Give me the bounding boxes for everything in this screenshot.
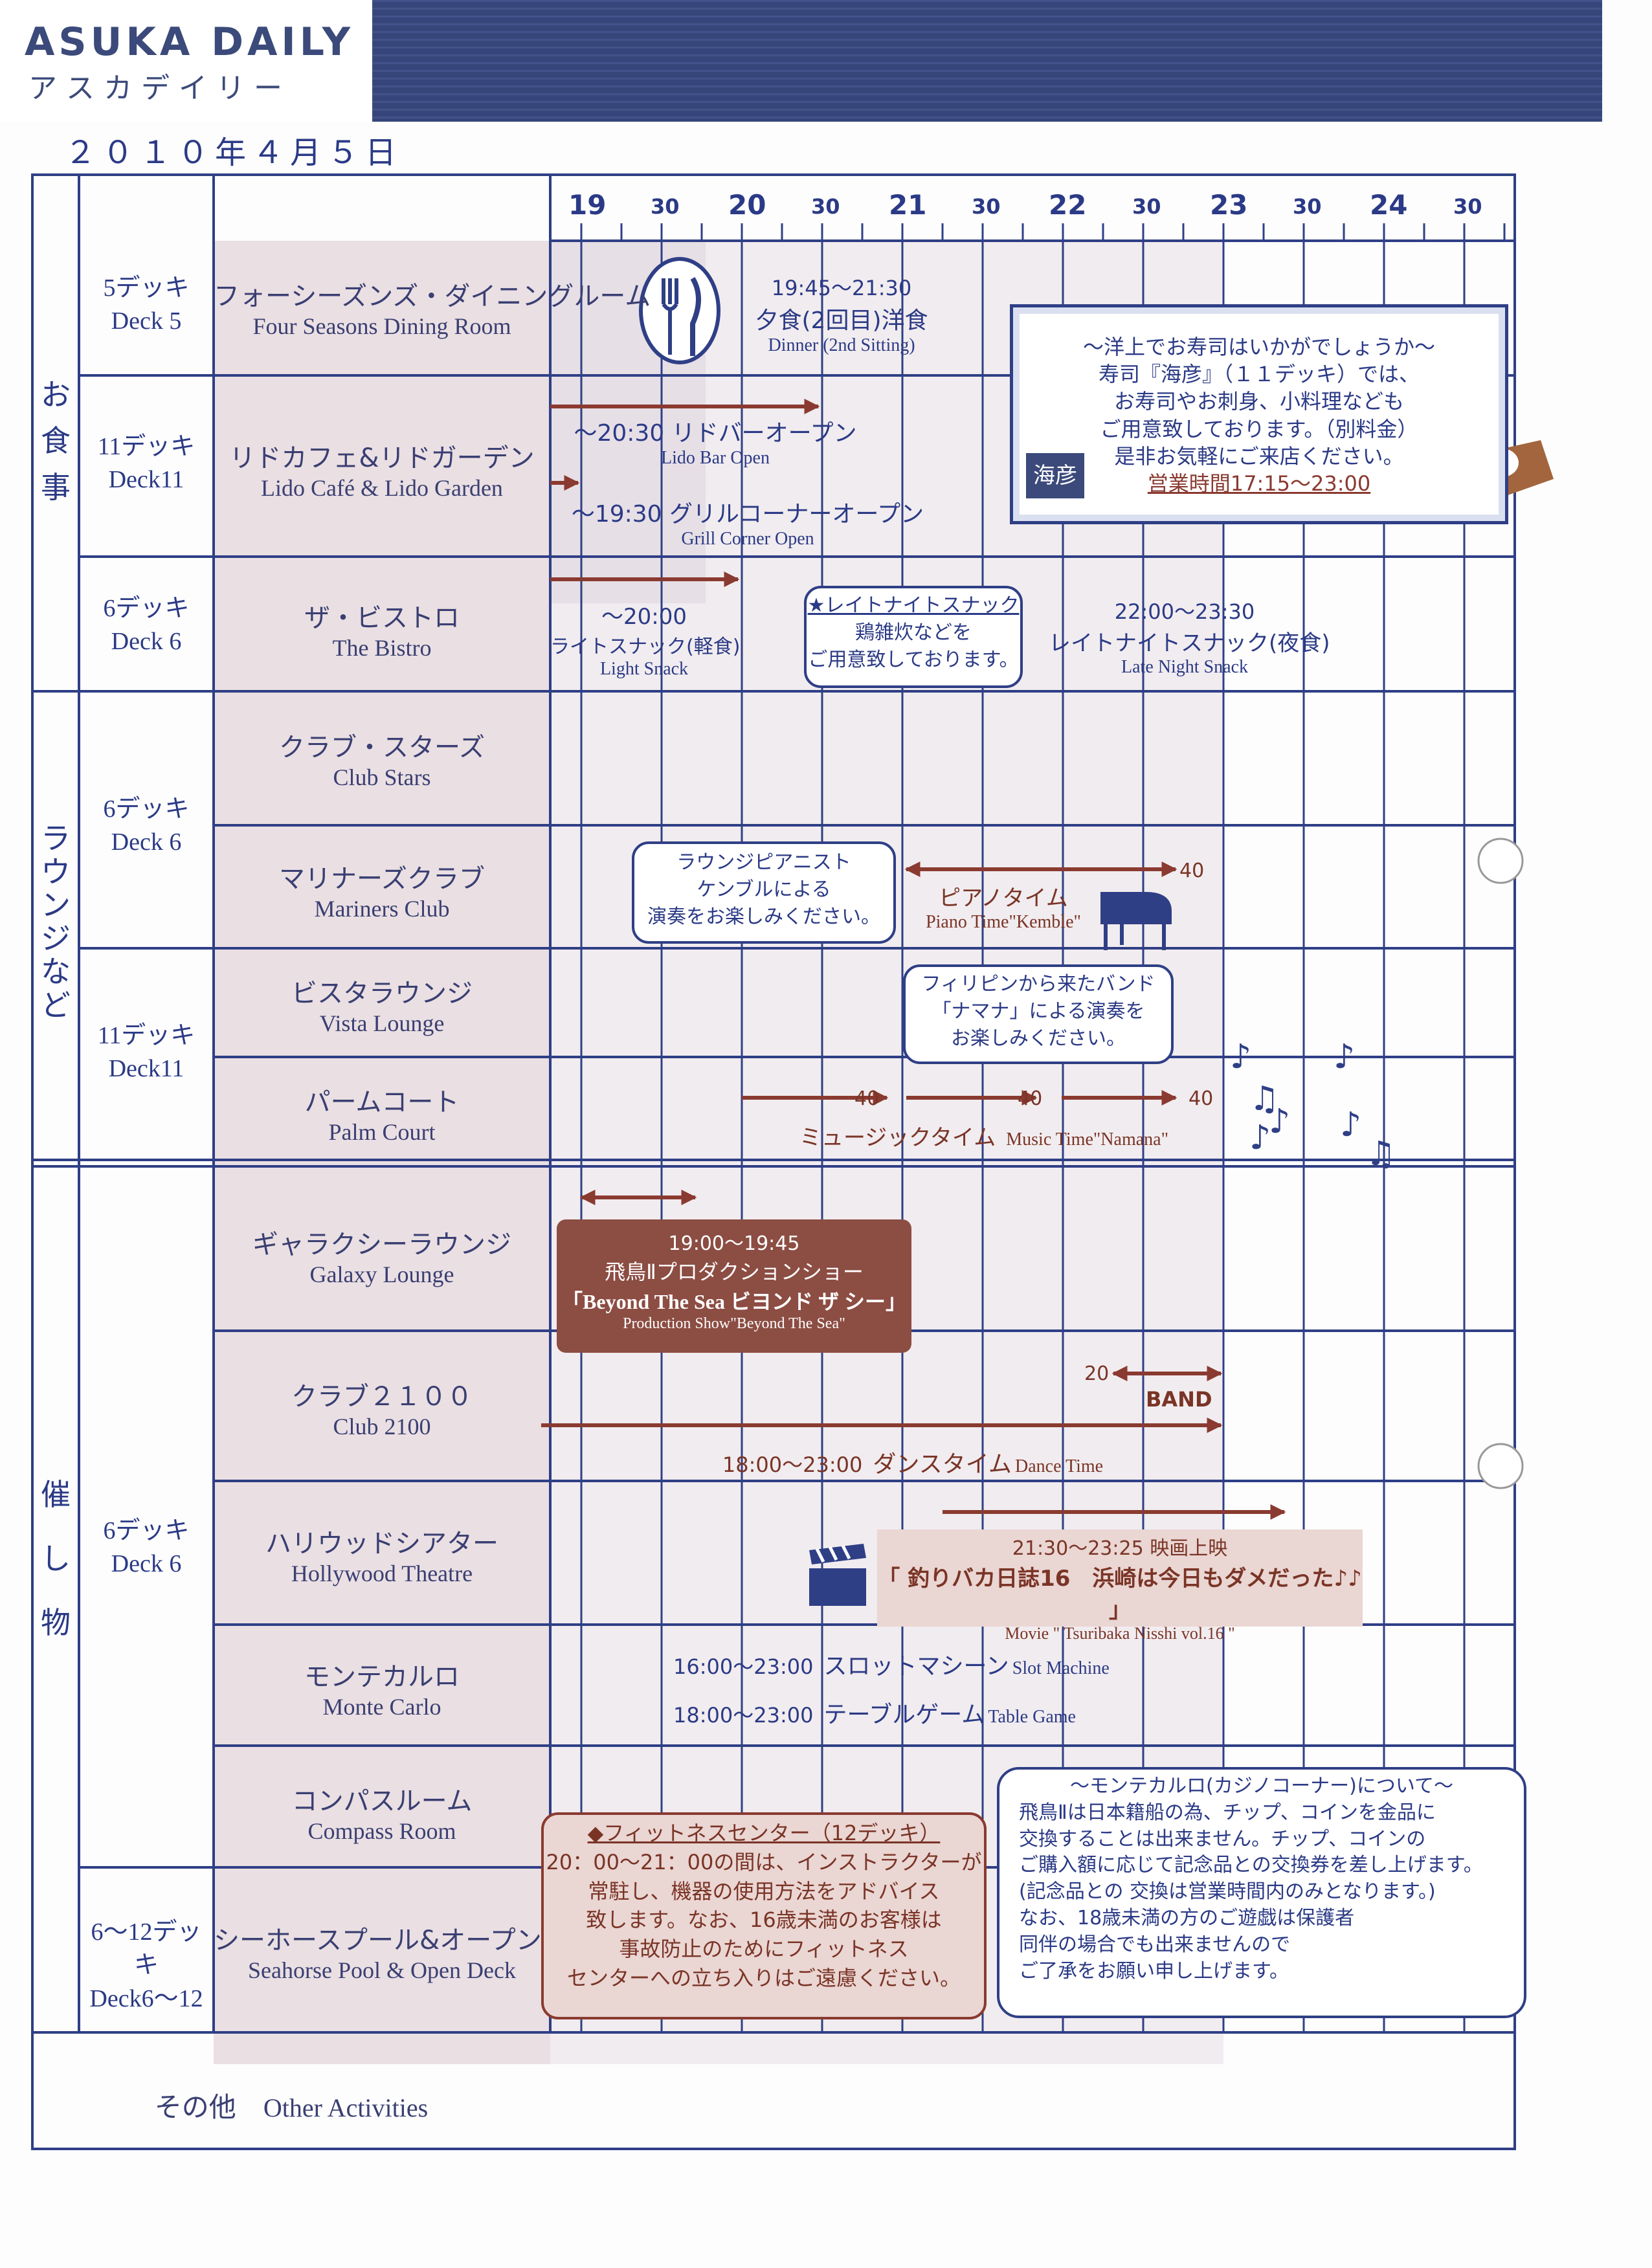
svg-text:♪: ♪ [1340,1106,1361,1144]
binder-hole [1477,1443,1524,1489]
category-lounge: ラウンジなど [41,821,71,1023]
hour-label: 21 [889,189,927,221]
brand-kana: アスカデイリー [28,72,291,105]
half-hour-label: 30 [1293,194,1322,219]
duration-label: 40 [1189,1087,1214,1110]
event-movie: 21:30〜23:25 映画上映 「 釣りバカ日誌16 浜崎は今日もダメだった♪… [877,1529,1363,1643]
other-activities: その他 Other Activities [154,2091,429,2123]
svg-text:♪: ♪ [1269,1102,1290,1141]
duration-label: 20 [1084,1362,1110,1385]
hour-label: 23 [1210,189,1248,221]
category-dining: お食事 [41,377,71,505]
cutlery-icon [639,257,720,364]
fitness-notice: ◆フィットネスセンター（12デッキ） 20：00〜21：00の間は、インストラク… [541,1812,987,2019]
sushi-notice: 〜洋上でお寿司はいかがでしょうか〜 寿司『海彦』（１１デッキ）では、 お寿司やお… [1010,304,1508,524]
hour-label: 19 [568,189,607,221]
piano-icon [1100,892,1172,950]
hour-label: 20 [728,189,766,221]
casino-notice: 〜モンテカルロ(カジノコーナー)について〜 飛鳥Ⅱは日本籍船の為、チップ、コイン… [997,1767,1526,2018]
event-slot: 16:00〜23:00 スロットマシーン Slot Machine [673,1653,1110,1680]
duration-label: 40 [1179,860,1205,882]
header-band [372,0,1602,122]
category-events: 催し物 [41,1477,71,1640]
half-hour-label: 30 [651,194,680,219]
half-hour-label: 30 [1453,194,1482,219]
svg-text:♫: ♫ [1249,1080,1280,1118]
event-music-time: ミュージックタイム Music Time"Namana" [799,1125,1169,1151]
svg-text:♪: ♪ [1230,1038,1251,1076]
issue-date: ２０１０年４月５日 [65,135,403,171]
event-lido-bar: 〜20:30 リドバーオープン Lido Bar Open [574,420,857,468]
event-dance-time: 18:00〜23:00 ダンスタイム Dance Time [722,1451,1104,1478]
event-table-game: 18:00〜23:00 テーブルゲーム Table Game [673,1702,1076,1728]
half-hour-label: 30 [972,194,1001,219]
brand-title: ASUKA DAILY [25,19,355,65]
event-piano: ピアノタイム Piano Time"Kemble" [926,885,1081,932]
late-snack-bubble: ★レイトナイトスナック 鶏雑炊などを ご用意致しております。 [804,586,1023,688]
event-dinner: 19:45〜21:30 夕食(2回目)洋食 Dinner (2nd Sittin… [755,276,928,355]
half-hour-label: 30 [1132,194,1161,219]
duration-label: 40 [854,1087,880,1110]
svg-text:♫: ♫ [1366,1135,1396,1173]
band-label: BAND [1146,1387,1212,1412]
music-notes-icon: ♪♪ ♫♪ ♪♪ ♫ [1230,1038,1396,1173]
band-bubble: フィリピンから来たバンド 「ナマナ」による演奏を お楽しみください。 [903,964,1174,1064]
event-galaxy-show: 19:00〜19:45 飛鳥Ⅱプロダクションショー 「Beyond The Se… [557,1219,911,1353]
svg-text:♪: ♪ [1334,1038,1355,1076]
umihiko-logo: 海彦 [1026,453,1084,498]
pianist-bubble: ラウンジピアニスト ケンブルによる 演奏をお楽しみください。 [632,841,896,944]
svg-text:♪: ♪ [1249,1118,1271,1157]
event-grill: 〜19:30 グリルコーナーオープン Grill Corner Open [571,501,924,549]
header: ASUKA DAILY アスカデイリー [0,0,372,122]
half-hour-label: 30 [811,194,840,219]
clapperboard-icon [809,1544,866,1606]
duration-label: 40 [1018,1087,1043,1110]
binder-hole [1477,838,1524,884]
hour-label: 22 [1049,189,1087,221]
hour-label: 24 [1370,189,1408,221]
event-light-snack: 〜20:00 ライトスナック(軽食) Light Snack [550,604,741,679]
venue-column-shade [214,241,550,2064]
event-late-snack: 22:00〜23:30 レイトナイトスナック(夜食) Late Night Sn… [1049,599,1330,677]
